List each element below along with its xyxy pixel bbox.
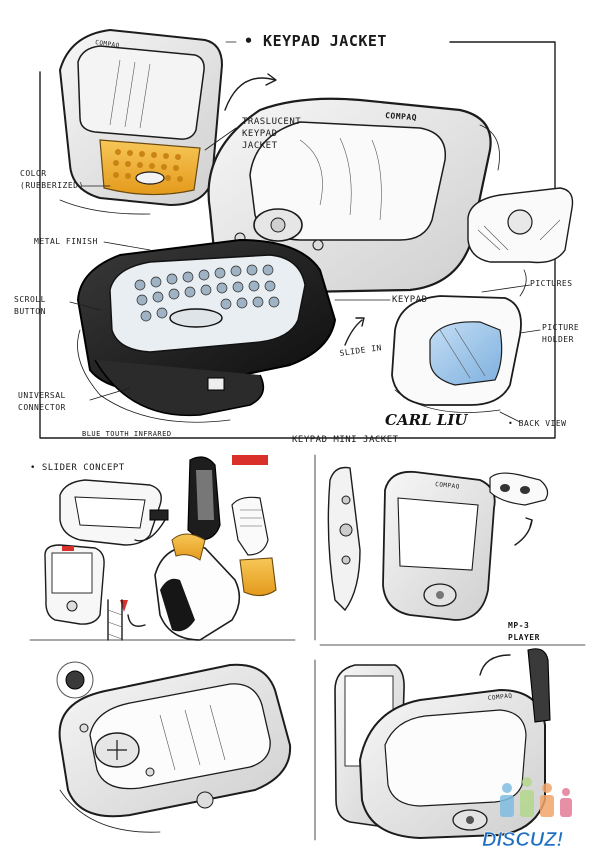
slide-in-arrow <box>344 319 363 346</box>
mp3-label-2: PLAYER <box>508 633 540 642</box>
signature: CARL LIU <box>385 411 468 429</box>
arrow-head-top <box>265 73 277 86</box>
pda-orange-keypad: COMPAQ <box>58 28 224 215</box>
pda-horizontal-right: COMPAQ <box>334 648 551 840</box>
mp3-label-1: MP-3 <box>508 621 529 630</box>
compaq-logo-right: COMPAQ <box>487 692 512 702</box>
label-translucent-2: KEYPAD <box>242 129 278 139</box>
slide-in-arrow-head <box>355 317 365 327</box>
compaq-logo-mp3: COMPAQ <box>435 481 460 491</box>
label-scroll-1: SCROLL <box>14 295 46 304</box>
watermark-text: DISCUZ! <box>482 829 563 851</box>
label-universal-2: CONNECTOR <box>18 403 66 412</box>
keypad-jacket-title: • KEYPAD JACKET <box>244 32 387 50</box>
slider-concept-title: • SLIDER CONCEPT <box>30 463 125 473</box>
label-translucent-3: JACKET <box>242 141 278 151</box>
label-color-1: COLOR <box>20 169 47 178</box>
label-back-view: • BACK VIEW <box>508 419 566 428</box>
pictures-module <box>467 187 574 264</box>
leader-lines-top <box>69 127 541 423</box>
top-labels: TRASLUCENT KEYPAD JACKET COLOR (RUBBERIZ… <box>14 117 579 445</box>
mp3-player-sketches: COMPAQ MP-3 PLAYER <box>327 466 549 642</box>
label-keypad-mini: KEYPAD MINI JACKET <box>292 435 399 445</box>
label-scroll-2: BUTTON <box>14 307 46 316</box>
label-color-2: (RUBBERIZED) <box>20 181 84 190</box>
bottom-grid <box>29 454 586 841</box>
pda-horizontal-left <box>56 661 292 833</box>
compaq-logo-main: COMPAQ <box>385 111 417 122</box>
compaq-logo-small: COMPAQ <box>95 39 120 49</box>
label-picture-holder-2: HOLDER <box>542 335 574 344</box>
slider-concept-sketches <box>44 455 277 641</box>
label-translucent-1: TRASLUCENT <box>242 117 301 127</box>
pictures-arrow <box>519 269 527 297</box>
top-panel-frame <box>39 41 556 439</box>
label-picture-holder-1: PICTURE <box>542 323 579 332</box>
label-metal-finish: METAL FINISH <box>34 237 98 246</box>
discuz-watermark <box>500 777 572 817</box>
label-keypad: KEYPAD <box>392 295 428 305</box>
label-blue-tooth: BLUE TOUTH INFRARED <box>82 430 172 438</box>
label-universal-1: UNIVERSAL <box>18 391 66 400</box>
picture-holder-back-view <box>391 295 522 413</box>
arrow-curve-top <box>224 77 276 111</box>
label-pictures: PICTURES <box>530 279 573 288</box>
keypad-jacket-black <box>76 238 337 423</box>
